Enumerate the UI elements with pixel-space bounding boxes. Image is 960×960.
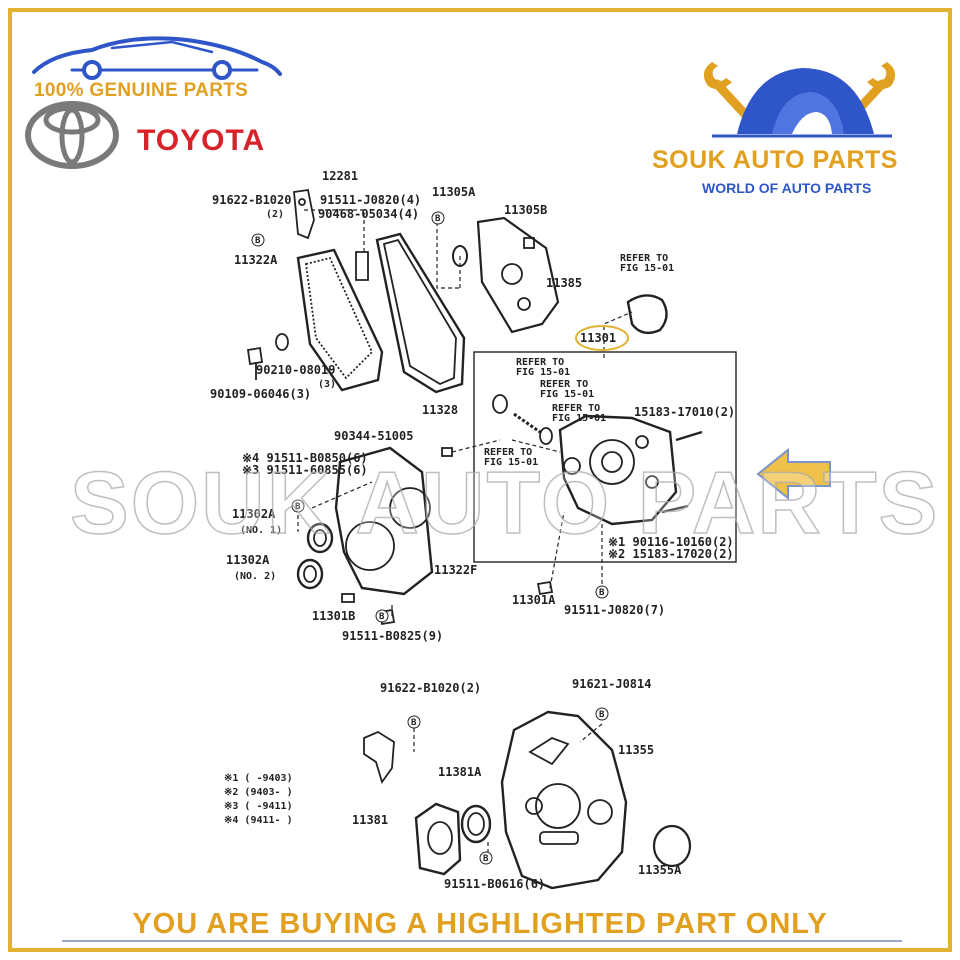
part-label: 90344-51005 — [334, 429, 414, 443]
part-label: 11355 — [618, 743, 655, 757]
part-label: 11302A — [226, 553, 270, 567]
footnote: ※1 ( -9403) — [224, 773, 293, 784]
listing-frame: B B B B B B B B 100% GENUINE PARTS TOYOT… — [8, 8, 952, 952]
logo-art: B B B B B B B B — [25, 36, 896, 890]
shop-name: SOUK AUTO PARTS — [652, 146, 898, 174]
part-label: 90210-08019 — [256, 363, 336, 377]
part-label: 11301A — [512, 593, 556, 607]
refer-label: REFER TO — [516, 357, 565, 368]
bolt-markers: B B B B B B B B — [251, 211, 609, 865]
part-label: 91511-B0825(9) — [342, 629, 444, 643]
part-label: 11305B — [504, 203, 548, 217]
svg-text:B: B — [295, 502, 301, 512]
svg-text:B: B — [483, 854, 489, 864]
footer-notice: YOU ARE BUYING A HIGHLIGHTED PART ONLY — [132, 908, 828, 940]
watermark-text: SOUK AUTO PARTS — [69, 452, 940, 553]
highlight-arrow-icon — [756, 447, 831, 501]
part-label: 11355A — [638, 863, 682, 877]
part-label: 15183-17010(2) — [634, 405, 736, 419]
refer-label: REFER TO — [540, 379, 589, 390]
part-label: ※2 15183-17020(2) — [608, 547, 734, 561]
svg-text:B: B — [411, 718, 417, 728]
part-label: 91621-J0814 — [572, 677, 652, 691]
part-label: 91511-J0820(4) — [320, 193, 422, 207]
highlight-ring — [575, 325, 629, 351]
part-label: 11381A — [438, 765, 482, 779]
refer-label: REFER TO — [620, 253, 669, 264]
footnote: ※2 (9403- ) — [224, 787, 293, 798]
part-label: 11301B — [312, 609, 356, 623]
part-label: 91511-B0616(6) — [444, 877, 546, 891]
svg-text:B: B — [435, 214, 441, 224]
part-label: 11322F — [434, 563, 478, 577]
part-label: 91511-J0820(7) — [564, 603, 666, 617]
refer-label: FIG 15-01 — [552, 413, 607, 424]
wrench-arch-logo — [703, 62, 896, 138]
part-label: 91622-B1020 — [212, 193, 292, 207]
car-icon — [32, 36, 282, 80]
refer-label: REFER TO — [552, 403, 601, 414]
toyota-emblem-icon — [25, 101, 119, 169]
part-label: 91622-B1020(2) — [380, 681, 482, 695]
refer-label: FIG 15-01 — [484, 457, 539, 468]
highlighted-part-label: 11301 — [580, 331, 617, 345]
part-label: 11381 — [352, 813, 389, 827]
part-label: 11302A — [232, 507, 276, 521]
part-label: 90468-05034(4) — [318, 207, 420, 221]
svg-text:B: B — [255, 236, 261, 246]
refer-label: FIG 15-01 — [516, 367, 571, 378]
part-qty: (2) — [266, 209, 285, 220]
footnote: ※4 (9411- ) — [224, 815, 293, 826]
svg-text:B: B — [599, 588, 605, 598]
part-label: 12281 — [322, 169, 359, 183]
part-label: 11385 — [546, 276, 583, 290]
brand-name: TOYOTA — [137, 124, 266, 157]
part-label: 11305A — [432, 185, 476, 199]
svg-text:B: B — [379, 612, 385, 622]
timing-cover-exploded-diagram — [246, 188, 737, 890]
refer-label: FIG 15-01 — [620, 263, 675, 274]
part-label: 90109-06046(3) — [210, 387, 312, 401]
footnote: ※3 ( -9411) — [224, 801, 293, 812]
genuine-parts-text: 100% GENUINE PARTS — [34, 80, 249, 101]
part-note: (NO. 1) — [240, 525, 283, 536]
part-label: ※4 91511-B0850(6) — [242, 451, 368, 465]
refer-label: REFER TO — [484, 447, 533, 458]
part-note: (NO. 2) — [234, 571, 277, 582]
footer-rule — [62, 940, 902, 942]
part-label: ※3 91511-60855(6) — [242, 463, 368, 477]
refer-label: FIG 15-01 — [540, 389, 595, 400]
svg-text:B: B — [599, 710, 605, 720]
part-label: 11328 — [422, 403, 459, 417]
shop-tagline: WORLD OF AUTO PARTS — [702, 180, 872, 196]
part-label: ※1 90116-10160(2) — [608, 535, 734, 549]
part-label: 11322A — [234, 253, 278, 267]
part-qty: (3) — [318, 379, 337, 390]
